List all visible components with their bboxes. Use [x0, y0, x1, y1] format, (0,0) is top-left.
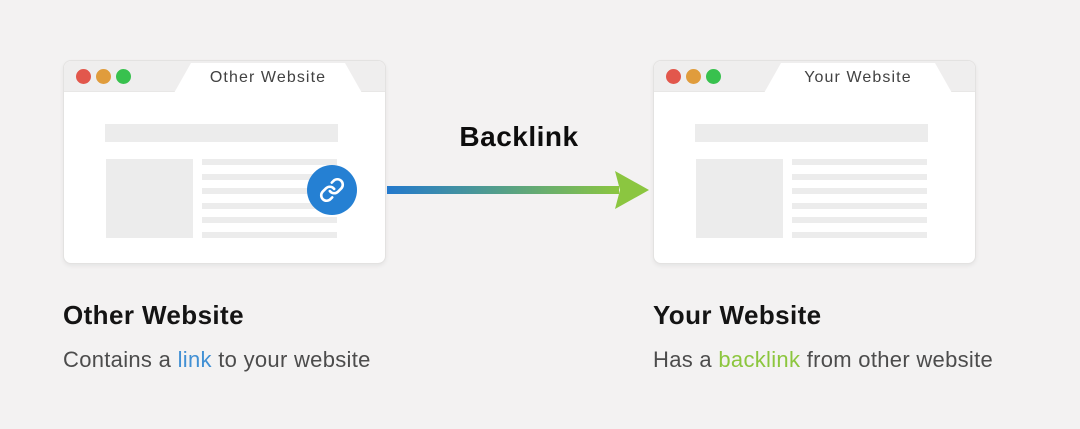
window-header: Your Website: [654, 61, 975, 92]
minimize-dot-icon: [686, 69, 701, 84]
tab-your-website: Your Website: [764, 63, 952, 93]
backlink-arrow: [387, 168, 651, 212]
browser-window-your: Your Website: [653, 60, 976, 264]
link-badge: [307, 165, 357, 215]
placeholder-line: [202, 173, 337, 180]
placeholder-line: [792, 202, 927, 209]
maximize-dot-icon: [116, 69, 131, 84]
caption-your-website: Your Website Has a backlink from other w…: [653, 301, 993, 373]
placeholder-line: [202, 188, 337, 195]
placeholder-text-lines: [792, 159, 927, 238]
tab-title: Your Website: [804, 69, 912, 86]
placeholder-headline-bar: [105, 124, 338, 142]
backlink-label: Backlink: [459, 121, 579, 152]
placeholder-image-block: [106, 159, 193, 238]
placeholder-line: [202, 231, 337, 238]
caption-other-website: Other Website Contains a link to your we…: [63, 301, 371, 373]
placeholder-image-block: [696, 159, 783, 238]
description-text: Contains a: [63, 346, 178, 372]
placeholder-text-lines: [202, 159, 337, 238]
minimize-dot-icon: [96, 69, 111, 84]
gradient-arrow-icon: [387, 171, 649, 209]
close-dot-icon: [76, 69, 91, 84]
tab-other-website: Other Website: [174, 63, 362, 93]
description-text: from other website: [800, 346, 994, 372]
window-header: Other Website: [64, 61, 385, 92]
placeholder-line: [792, 159, 927, 165]
caption-description: Contains a link to your website: [63, 347, 371, 373]
traffic-lights: [666, 69, 721, 84]
placeholder-line: [202, 202, 337, 209]
placeholder-line: [792, 231, 927, 238]
caption-title: Your Website: [653, 300, 822, 330]
caption-description: Has a backlink from other website: [653, 347, 993, 373]
highlight-word-link: link: [177, 346, 212, 372]
placeholder-line: [792, 188, 927, 195]
placeholder-line: [202, 217, 337, 224]
highlight-word-backlink: backlink: [718, 346, 801, 372]
caption-title: Other Website: [63, 300, 244, 330]
browser-window-other: Other Website: [63, 60, 386, 264]
traffic-lights: [76, 69, 131, 84]
placeholder-line: [792, 173, 927, 180]
tab-title: Other Website: [209, 69, 327, 86]
placeholder-line: [202, 159, 337, 165]
chain-link-icon: [319, 177, 345, 203]
description-text: to your website: [211, 346, 371, 372]
description-text: Has a: [653, 346, 719, 372]
placeholder-headline-bar: [695, 124, 928, 142]
placeholder-line: [792, 217, 927, 224]
maximize-dot-icon: [706, 69, 721, 84]
close-dot-icon: [666, 69, 681, 84]
